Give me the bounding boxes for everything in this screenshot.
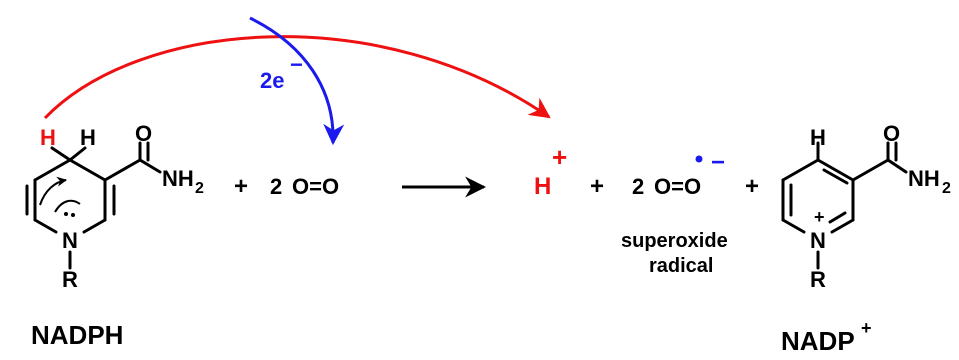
nadp-nitrogen: N bbox=[810, 228, 826, 253]
nadph-r-group: R bbox=[62, 267, 78, 292]
nadph-structure: H H O NH 2 N R bbox=[25, 121, 204, 292]
nadp-nitrogen-charge: + bbox=[814, 207, 825, 227]
superoxide-formula: O=O bbox=[654, 174, 701, 199]
radical-dot bbox=[695, 155, 703, 163]
electron-transfer-arrow bbox=[249, 16, 345, 146]
superoxide-label-line1: superoxide bbox=[621, 230, 728, 252]
hydride-transfer-arrow bbox=[43, 35, 551, 120]
nadph-label: NADPH bbox=[31, 320, 123, 350]
nadph-hydrogen: H bbox=[80, 125, 96, 150]
nadph-amide-nh: NH bbox=[162, 166, 194, 191]
electron-charge: − bbox=[290, 52, 303, 77]
nadph-red-hydrogen: H bbox=[40, 125, 56, 150]
oxygen-reactant: O=O bbox=[292, 174, 339, 199]
nadp-oxygen: O bbox=[883, 121, 900, 146]
plus-sign-1: + bbox=[234, 173, 248, 200]
nadp-amide-subscript: 2 bbox=[942, 180, 951, 197]
superoxide-coefficient: 2 bbox=[632, 174, 644, 199]
oxygen-coefficient: 2 bbox=[270, 174, 282, 199]
nadp-r-group: R bbox=[810, 267, 826, 292]
nadp-label-charge: + bbox=[861, 318, 872, 338]
nadp-hydrogen: H bbox=[810, 125, 826, 150]
electron-transfer-label: 2e bbox=[260, 68, 284, 93]
proton: H bbox=[534, 173, 551, 200]
nadp-structure: H O NH 2 N + R bbox=[781, 121, 951, 292]
plus-sign-3: + bbox=[745, 173, 759, 200]
proton-charge: + bbox=[552, 142, 567, 172]
nadph-oxygen: O bbox=[135, 121, 152, 146]
plus-sign-2: + bbox=[590, 173, 604, 200]
nadph-amide-subscript: 2 bbox=[195, 180, 204, 197]
nadph-nitrogen: N bbox=[62, 228, 78, 253]
superoxide-label-line2: radical bbox=[649, 255, 713, 277]
nadp-amide-nh: NH bbox=[908, 166, 940, 191]
nadp-label: NADP bbox=[781, 326, 855, 356]
radical-charge: − bbox=[711, 149, 725, 176]
